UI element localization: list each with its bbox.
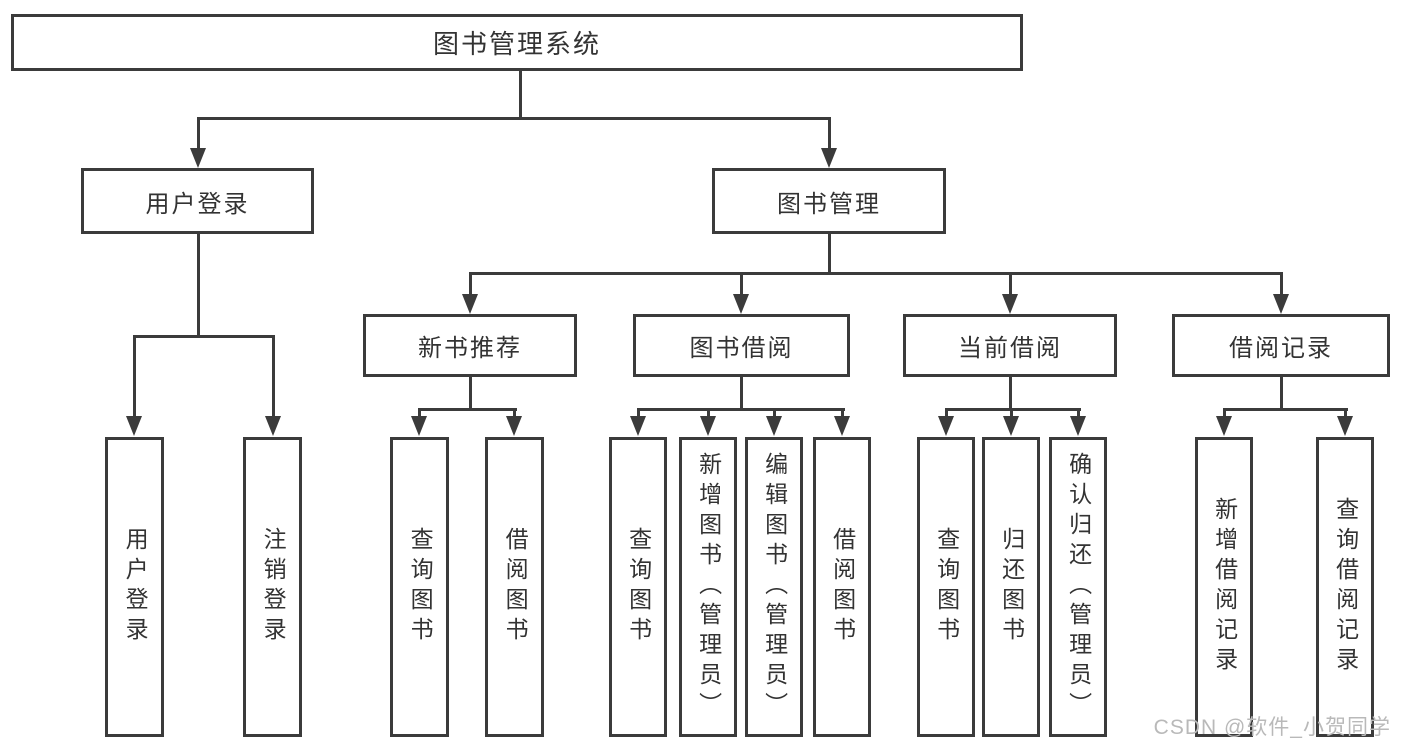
leaf-user-login: 用户登录 <box>105 437 164 737</box>
leaf-return-books: 归还图书 <box>982 437 1040 737</box>
connector-borrow-records-stem <box>1280 377 1283 410</box>
connector-drop <box>513 408 516 418</box>
arrow-down-icon <box>506 416 522 436</box>
connector-drop <box>945 408 948 418</box>
arrow-down-icon <box>766 416 782 436</box>
arrow-down-icon <box>265 416 281 436</box>
arrow-down-icon <box>834 416 850 436</box>
connector-drop <box>773 408 776 418</box>
node-current-borrow: 当前借阅 <box>903 314 1117 377</box>
arrow-down-icon <box>411 416 427 436</box>
arrow-down-icon <box>1003 416 1019 436</box>
arrow-down-icon <box>1002 294 1018 314</box>
arrow-down-icon <box>938 416 954 436</box>
connector-drop <box>841 408 844 418</box>
arrow-down-icon <box>1216 416 1232 436</box>
connector-drop-leaf-user-login <box>133 335 136 420</box>
connector-drop-leaf-logout <box>272 335 275 420</box>
leaf-borrow-books-2: 借阅图书 <box>813 437 871 737</box>
leaf-query-books-3: 查询图书 <box>917 437 975 737</box>
connector-new-book-rail <box>418 408 517 411</box>
connector-drop <box>418 408 421 418</box>
connector-new-book-stem <box>469 377 472 410</box>
arrow-down-icon <box>190 148 206 168</box>
connector-drop-book-management <box>828 117 831 152</box>
connector-drop-borrow-records <box>1280 272 1283 298</box>
leaf-query-books-2: 查询图书 <box>609 437 667 737</box>
node-user-login: 用户登录 <box>81 168 314 234</box>
connector-drop-book-borrow <box>740 272 743 298</box>
connector-level3-rail <box>469 272 1283 275</box>
node-new-book-recommend: 新书推荐 <box>363 314 577 377</box>
connector-root-stem <box>519 70 522 120</box>
leaf-borrow-books-1: 借阅图书 <box>485 437 544 737</box>
arrow-down-icon <box>700 416 716 436</box>
leaf-query-books-1: 查询图书 <box>390 437 449 737</box>
connector-drop <box>1344 408 1347 418</box>
arrow-down-icon <box>126 416 142 436</box>
arrow-down-icon <box>733 294 749 314</box>
arrow-down-icon <box>1337 416 1353 436</box>
arrow-down-icon <box>821 148 837 168</box>
node-root: 图书管理系统 <box>11 14 1023 71</box>
connector-drop-current-borrow <box>1009 272 1012 298</box>
connector-current-borrow-rail <box>945 408 1081 411</box>
connector-book-borrow-rail <box>637 408 845 411</box>
connector-drop <box>1010 408 1013 418</box>
connector-borrow-records-rail <box>1223 408 1348 411</box>
connector-drop <box>1223 408 1226 418</box>
node-borrow-records: 借阅记录 <box>1172 314 1390 377</box>
connector-book-management-stem <box>828 233 831 275</box>
node-book-borrow: 图书借阅 <box>633 314 850 377</box>
arrow-down-icon <box>462 294 478 314</box>
leaf-confirm-return-admin: 确认归还（管理员） <box>1049 437 1107 737</box>
arrow-down-icon <box>1070 416 1086 436</box>
connector-drop <box>707 408 710 418</box>
arrow-down-icon <box>1273 294 1289 314</box>
connector-drop <box>1077 408 1080 418</box>
connector-book-borrow-stem <box>740 377 743 410</box>
node-book-management: 图书管理 <box>712 168 946 234</box>
leaf-add-books-admin: 新增图书（管理员） <box>679 437 737 737</box>
leaf-logout: 注销登录 <box>243 437 302 737</box>
connector-drop-new-book <box>469 272 472 298</box>
connector-level2-rail <box>197 117 831 120</box>
connector-current-borrow-stem <box>1009 377 1012 410</box>
leaf-edit-books-admin: 编辑图书（管理员） <box>745 437 803 737</box>
leaf-query-borrow-record: 查询借阅记录 <box>1316 437 1374 737</box>
csdn-watermark: CSDN @软件_小贺同学 <box>1153 716 1391 739</box>
connector-user-login-rail <box>133 335 274 338</box>
connector-drop <box>637 408 640 418</box>
arrow-down-icon <box>630 416 646 436</box>
connector-drop-user-login <box>197 117 200 152</box>
leaf-add-borrow-record: 新增借阅记录 <box>1195 437 1253 737</box>
connector-user-login-stem <box>197 233 200 335</box>
